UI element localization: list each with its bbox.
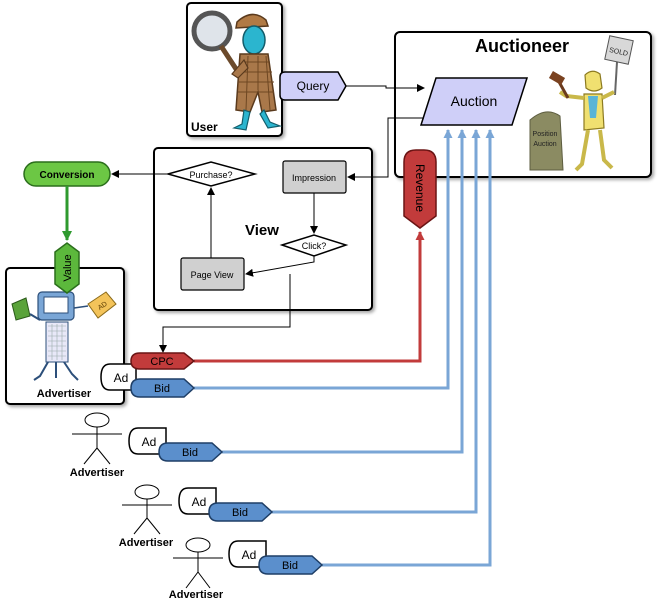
robot-advertiser-illustration: AD [11,291,117,381]
position-auction-line2: Auction [533,141,556,148]
bid-4-tag [258,555,324,575]
view-panel: View Purchase? Impression Click? Page Vi… [153,147,373,311]
auctioneer-figure: SOLD [548,35,634,172]
page-view-label: Page View [191,270,234,280]
advertiser-4-label: Advertiser [169,589,224,601]
revenue-label: Revenue [413,164,427,212]
detective-illustration [191,10,283,131]
bid-3-label: Bid [232,507,248,519]
bid-4-label: Bid [282,560,298,572]
revenue-tag: Revenue [403,149,437,229]
ad-3-box [178,487,217,515]
stick-figure-2 [72,412,122,465]
bid-3-tag [208,502,274,522]
ad-3-label: Ad [192,495,207,509]
click-decision [279,234,349,257]
conversion-label: Conversion [39,170,94,181]
sold-sign-text: SOLD [608,47,628,58]
query-tag: Query [279,71,347,101]
ad-1-box [100,363,137,391]
bid-2-label: Bid [182,447,198,459]
advertiser-3-group: Advertiser Ad Bid [119,484,274,549]
advertiser-3-label: Advertiser [119,537,174,549]
auction-label: Auction [451,93,498,109]
conversion-node: Conversion [23,161,111,187]
cpc-tag [130,352,196,370]
cpc-to-revenue-line [194,231,425,363]
auction-to-impression-arrow [347,117,424,181]
ad-2-box [128,427,167,455]
bid-1-label: Bid [154,383,170,395]
stick-figure-3 [122,484,172,535]
advertiser-1-label: Advertiser [37,388,92,400]
bid-1-line [194,129,453,390]
position-auction-stone: Position Auction [529,111,564,171]
view-title: View [245,222,279,239]
bid-2-line [222,129,467,454]
ad-4-label: Ad [242,548,257,562]
advertiser-2-group: Advertiser Ad Bid [70,412,224,479]
auctioneer-title: Auctioneer [475,36,569,56]
auction-node: Auction [419,77,529,126]
bid-1-tag [130,378,196,398]
click-to-pageview-arrow [245,256,315,277]
bid-2-tag [158,442,224,462]
purchase-label: Purchase? [189,170,232,180]
stick-figure-4 [173,537,223,589]
user-label: User [191,120,218,134]
ad-2-label: Ad [142,435,157,449]
cpc-label: CPC [150,356,173,368]
ad-4-box [228,540,267,568]
impression-label: Impression [292,173,336,183]
value-label: Value [62,254,74,281]
click-label: Click? [302,241,327,251]
value-tag: Value [54,242,80,294]
bid-3-line [272,129,481,514]
advertiser-2-label: Advertiser [70,467,125,479]
advertiser-4-group: Advertiser Ad Bid [169,537,324,601]
user-panel: User [186,2,283,137]
query-label: Query [297,79,330,93]
purchase-decision [165,161,258,187]
page-view-node [180,257,245,291]
bid-4-line [322,129,495,567]
ad-1-label: Ad [114,371,129,385]
ad-tag-text: AD [97,301,109,312]
advertiser-1-ad-group: Ad CPC Bid [100,352,196,398]
query-to-auction-arrow [346,84,425,92]
click-to-cpc-arrow [159,274,291,353]
position-auction-line1: Position [533,131,558,138]
auctioneer-panel: Auctioneer SOLD Position Auctio [394,31,652,178]
